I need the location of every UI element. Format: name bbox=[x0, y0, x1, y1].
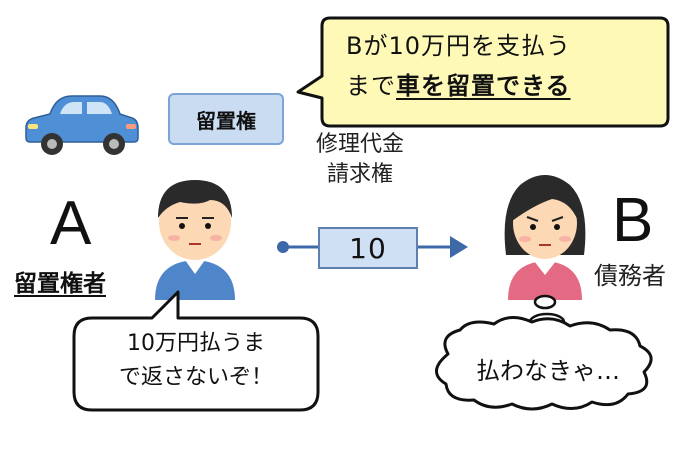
creditor-person-icon bbox=[155, 180, 235, 300]
party-a-letter: A bbox=[50, 189, 92, 258]
lien-tag: 留置権 bbox=[168, 93, 284, 145]
claim-label-line1: 修理代金 bbox=[315, 132, 404, 157]
callout-line2: まで車を留置できる bbox=[346, 66, 658, 106]
thought-text: 払わなきゃ… bbox=[476, 357, 620, 385]
party-b-letter: B bbox=[612, 186, 654, 255]
callout-line2-prefix: まで bbox=[346, 72, 396, 100]
party-a-role: 留置権者 bbox=[14, 271, 106, 297]
party-b-role: 債務者 bbox=[594, 262, 666, 290]
amount-box: 10 bbox=[318, 227, 418, 269]
speech-line1: 10万円払うま bbox=[127, 331, 265, 356]
callout-line2-emphasis: 車を留置できる bbox=[396, 72, 571, 100]
car-icon bbox=[25, 95, 139, 155]
callout-text: Bが10万円を支払う まで車を留置できる bbox=[346, 26, 658, 106]
debtor-person-icon bbox=[504, 175, 586, 300]
claim-label: 修理代金 請求権 bbox=[290, 130, 430, 190]
speech-text: 10万円払うま で返さないぞ！ bbox=[80, 327, 312, 395]
speech-line2: で返さないぞ！ bbox=[118, 365, 273, 390]
claim-label-line2: 請求権 bbox=[326, 162, 393, 187]
callout-line1: Bが10万円を支払う bbox=[346, 32, 572, 60]
